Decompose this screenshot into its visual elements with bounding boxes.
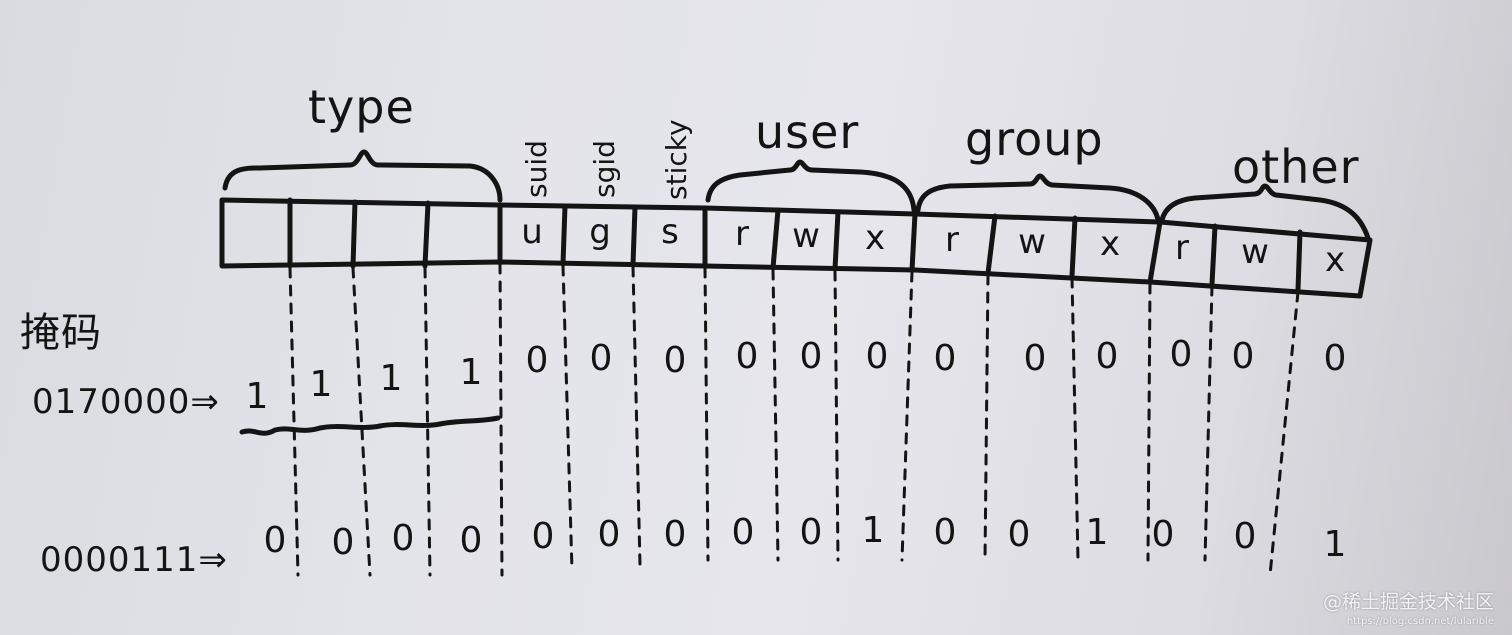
mask-bit: 0 — [589, 338, 613, 379]
mask-bit: 1 — [379, 358, 403, 399]
cell-group-r: r — [945, 220, 959, 260]
cell-group-x: x — [1099, 224, 1121, 264]
example-bit: 0 — [263, 520, 287, 561]
mask-bit: 0 — [1323, 338, 1347, 379]
cell-other-r: r — [1175, 228, 1189, 268]
mask-bit: 0 — [933, 338, 957, 379]
cell-user-x: x — [864, 218, 886, 258]
brace-other — [1159, 183, 1371, 241]
cell-user-w: w — [792, 216, 820, 256]
brace-user — [705, 159, 917, 213]
example-bit: 0 — [331, 522, 355, 563]
mask-bit: 0 — [1169, 334, 1193, 375]
watermark: @稀土掘金技术社区 https://blog.csdn.net/lularibl… — [1323, 587, 1494, 627]
mask-section-label: 掩码 — [20, 310, 102, 356]
example-row-label: 0000111⇒ — [40, 540, 228, 580]
mask-bit: 0 — [663, 340, 687, 381]
mask-bit: 1 — [309, 364, 333, 405]
example-bit: 0 — [731, 512, 755, 553]
sticky-label: sticky — [660, 119, 693, 200]
example-bit: 1 — [1085, 512, 1109, 553]
cell-other-x: x — [1324, 240, 1346, 280]
cell-user-r: r — [735, 214, 749, 254]
example-bit: 0 — [1007, 514, 1031, 555]
user-label: user — [755, 105, 860, 159]
group-label: group — [965, 112, 1104, 166]
cell-group-w: w — [1018, 222, 1046, 262]
other-label: other — [1232, 140, 1360, 194]
mask-row-label: 0170000⇒ — [32, 382, 220, 422]
example-bit: 0 — [597, 514, 621, 555]
mask-bit: 0 — [1095, 336, 1119, 377]
watermark-url: https://blog.csdn.net/lularible — [1346, 616, 1494, 627]
suid-label: suid — [520, 140, 553, 198]
cell-other-w: w — [1241, 232, 1269, 272]
example-bit: 0 — [799, 512, 823, 553]
example-bit: 0 — [391, 518, 415, 559]
mask-bit: 0 — [799, 336, 823, 377]
example-bit: 0 — [531, 516, 555, 557]
example-bit: 0 — [663, 514, 687, 555]
mask-bit: 0 — [1023, 338, 1047, 379]
mask-bit: 0 — [865, 336, 889, 377]
example-bit: 1 — [1323, 524, 1347, 565]
mask-underline — [239, 415, 501, 436]
example-bit: 0 — [459, 520, 483, 561]
brace-group — [915, 173, 1161, 223]
example-bit: 0 — [1151, 514, 1175, 555]
cell-suid: u — [521, 212, 543, 252]
cell-sgid: g — [589, 212, 611, 252]
mask-bit: 0 — [525, 340, 549, 381]
example-bit: 1 — [861, 510, 885, 551]
type-label: type — [308, 80, 415, 134]
mask-bit: 1 — [245, 376, 269, 417]
mask-bit: 1 — [459, 352, 483, 393]
example-bit: 0 — [1233, 516, 1257, 557]
sgid-label: sgid — [588, 140, 621, 198]
watermark-site: @稀土掘金技术社区 — [1322, 591, 1494, 613]
cell-sticky: s — [661, 212, 679, 252]
mask-bit: 0 — [735, 336, 759, 377]
brace-type — [222, 149, 503, 203]
mask-bit: 0 — [1231, 336, 1255, 377]
example-bit: 0 — [933, 512, 957, 553]
